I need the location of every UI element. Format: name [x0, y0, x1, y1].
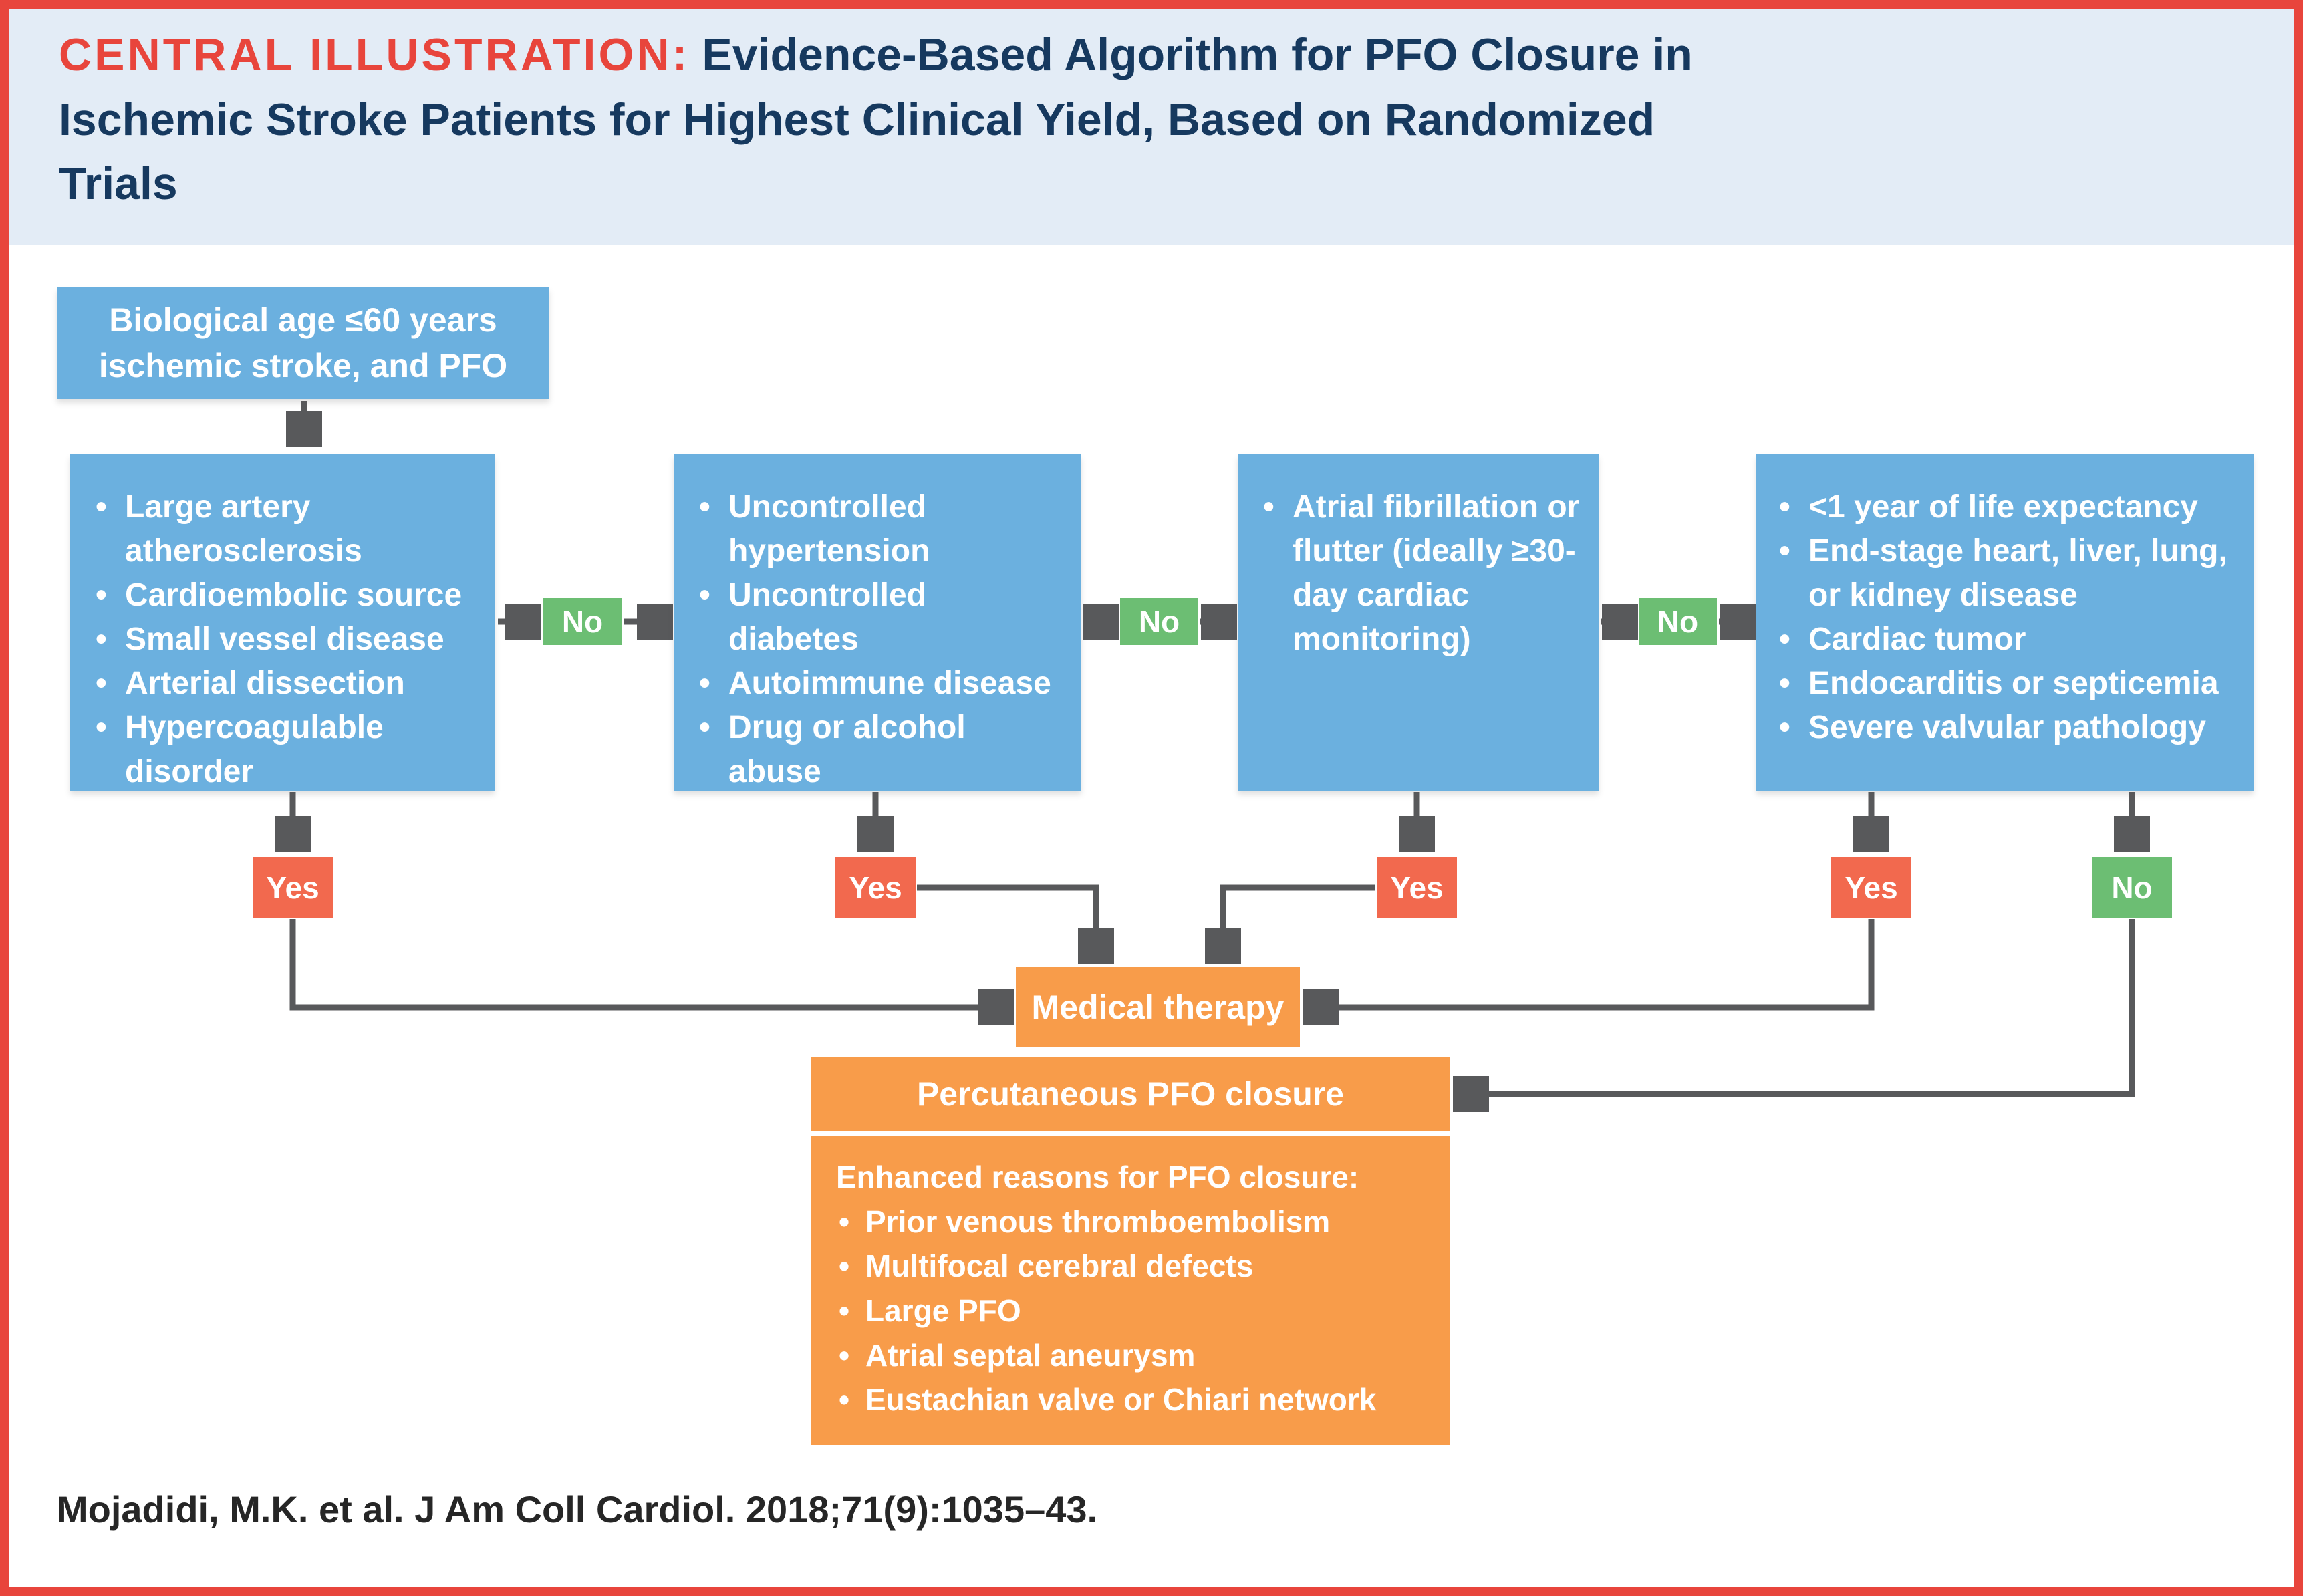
list-item: Large PFO [836, 1289, 1430, 1333]
no-tag-2: No [1120, 598, 1198, 645]
arrow-no4-to-pfo-closure [1459, 919, 2135, 1094]
figure-title-line2: Ischemic Stroke Patients for Highest Cli… [59, 94, 1655, 145]
figure-title-line3: Trials [59, 158, 178, 210]
list-item: Uncontrolled diabetes [694, 573, 1065, 662]
citation: Mojadidi, M.K. et al. J Am Coll Cardiol.… [57, 1488, 1098, 1531]
exclusion-list-3: Atrial fibrillation or flutter (ideally … [1258, 485, 1582, 662]
list-item: Atrial fibrillation or flutter (ideally … [1258, 485, 1582, 662]
list-item: Eustachian valve or Chiari network [836, 1377, 1430, 1422]
list-item: End-stage heart, liver, lung, or kidney … [1774, 529, 2237, 618]
list-item: Severe valvular pathology [1774, 706, 2237, 750]
entry-criteria-box: Biological age ≤60 years ischemic stroke… [57, 287, 549, 399]
exclusion-list-4: <1 year of life expectancy End-stage hea… [1774, 485, 2237, 750]
list-item: Endocarditis or septicemia [1774, 662, 2237, 706]
arrow-yes2-to-medical-therapy [917, 884, 1096, 958]
list-item: Hypercoagulable disorder [90, 706, 478, 794]
exclusion-box-comorbidities: <1 year of life expectancy End-stage hea… [1756, 454, 2254, 791]
yes-tag-3: Yes [1377, 857, 1457, 918]
list-item: Small vessel disease [90, 618, 478, 662]
no-tag-3: No [1639, 598, 1717, 645]
yes-tag-1: Yes [253, 857, 333, 918]
list-item: Autoimmune disease [694, 662, 1065, 706]
list-item: Cardiac tumor [1774, 618, 2237, 662]
figure-title-part1: Evidence-Based Algorithm for PFO Closure… [702, 29, 1693, 80]
exclusion-box-stroke-etiology: Large artery atherosclerosis Cardioembol… [70, 454, 495, 791]
arrow-yes4-to-medical-therapy [1309, 919, 1875, 1007]
figure-title-line1: CENTRAL ILLUSTRATION:Evidence-Based Algo… [59, 23, 2303, 88]
medical-therapy-box: Medical therapy [1016, 967, 1300, 1047]
enhanced-reasons-heading: Enhanced reasons for PFO closure: [836, 1160, 1359, 1194]
arrow-yes1-to-medical-therapy [289, 919, 1008, 1007]
yes-tag-4: Yes [1831, 857, 1911, 918]
exclusion-box-atrial-fibrillation: Atrial fibrillation or flutter (ideally … [1238, 454, 1599, 791]
list-item: Cardioembolic source [90, 573, 478, 618]
arrow-yes3-to-medical-therapy [1223, 884, 1375, 958]
figure-header: CENTRAL ILLUSTRATION:Evidence-Based Algo… [0, 0, 2303, 245]
list-item: Uncontrolled hypertension [694, 485, 1065, 573]
list-item: Prior venous thromboembolism [836, 1200, 1430, 1244]
list-item: Multifocal cerebral defects [836, 1244, 1430, 1289]
list-item: Atrial septal aneurysm [836, 1333, 1430, 1378]
list-item: <1 year of life expectancy [1774, 485, 2237, 529]
entry-line1: Biological age ≤60 years [109, 301, 497, 339]
list-item: Large artery atherosclerosis [90, 485, 478, 573]
enhanced-reasons-list: Prior venous thromboembolism Multifocal … [836, 1200, 1430, 1422]
exclusion-list-2: Uncontrolled hypertension Uncontrolled d… [694, 485, 1065, 794]
pfo-closure-box: Percutaneous PFO closure [811, 1057, 1450, 1131]
list-item: Drug or alcohol abuse [694, 706, 1065, 794]
entry-criteria-text: Biological age ≤60 years ischemic stroke… [99, 298, 507, 388]
entry-line2: ischemic stroke, and PFO [98, 346, 508, 384]
exclusion-box-risk-factors: Uncontrolled hypertension Uncontrolled d… [674, 454, 1081, 791]
no-tag-4: No [2092, 857, 2172, 918]
list-item: Arterial dissection [90, 662, 478, 706]
central-illustration-label: CENTRAL ILLUSTRATION: [59, 29, 690, 80]
no-tag-1: No [543, 598, 622, 645]
yes-tag-2: Yes [835, 857, 916, 918]
enhanced-reasons-box: Enhanced reasons for PFO closure: Prior … [811, 1136, 1450, 1445]
exclusion-list-1: Large artery atherosclerosis Cardioembol… [90, 485, 478, 794]
